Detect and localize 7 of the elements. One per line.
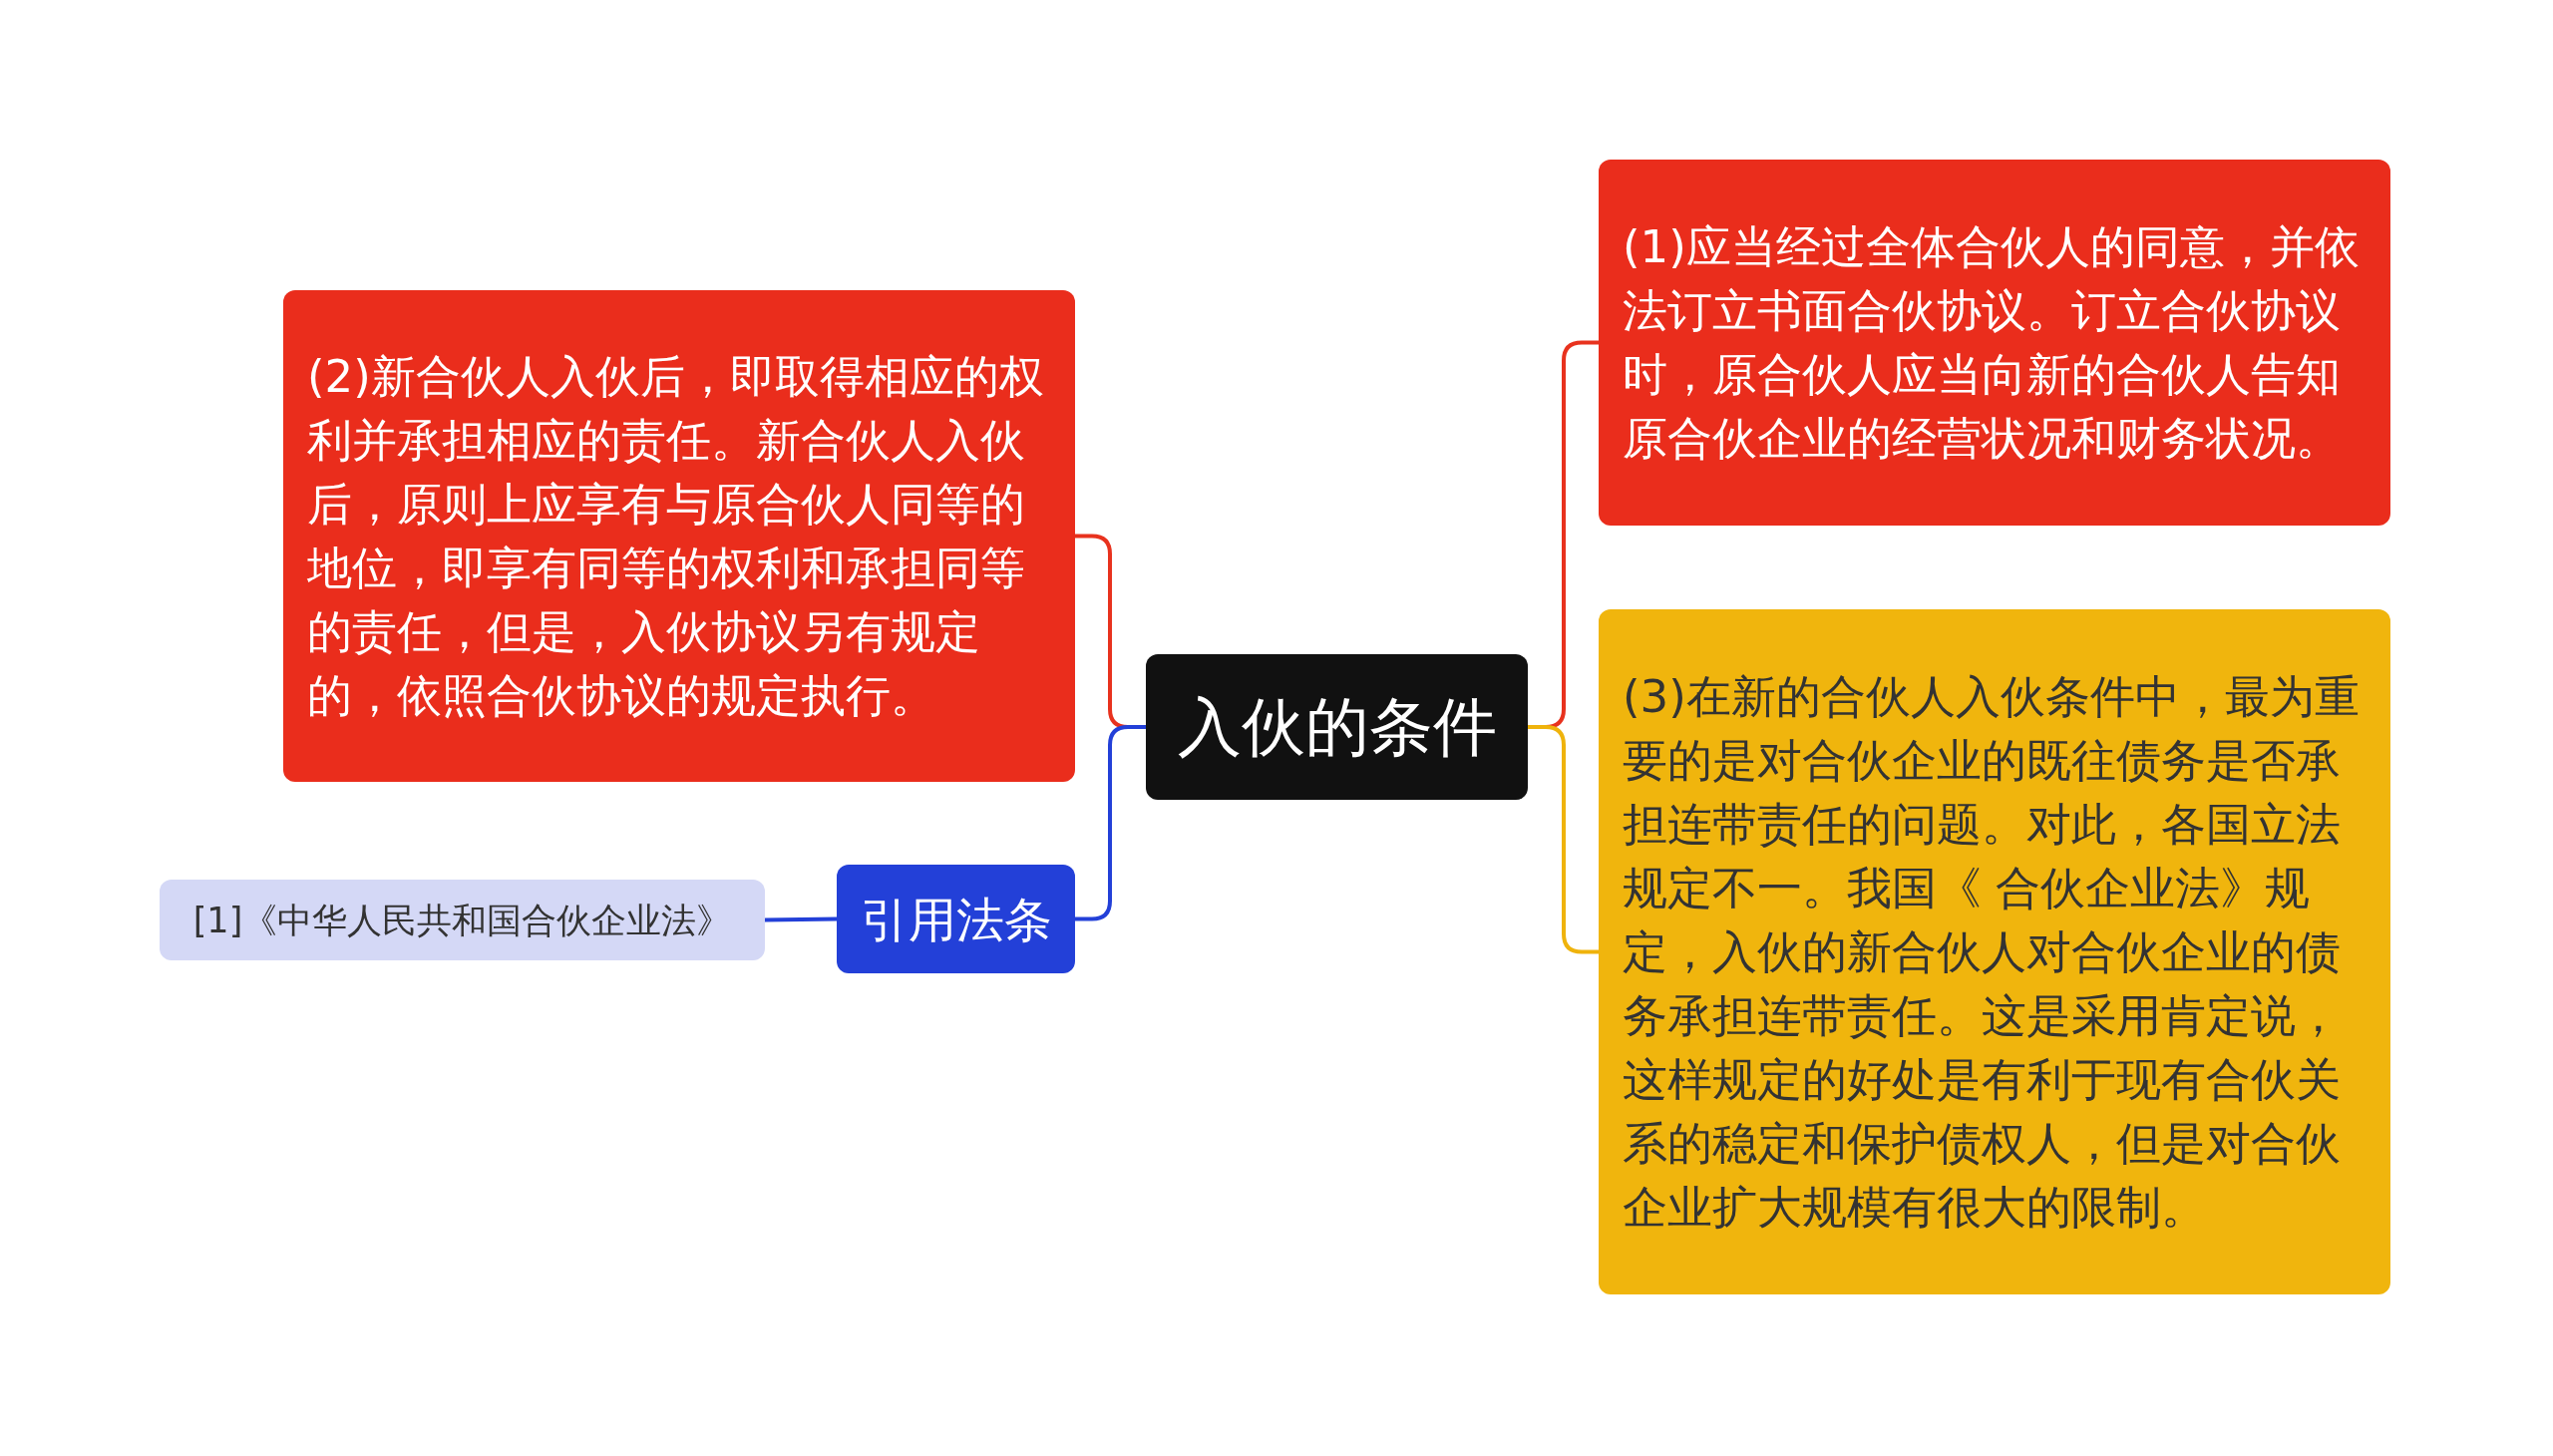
central-topic-box: 入伙的条件 xyxy=(1146,654,1528,800)
topic-box: (2)新合伙人入伙后，即取得相应的权利并承担相应的责任。新合伙人入伙后，原则上应享有与原合伙人同等的地位，即享有同等的权利和承担同等的责任，但是，入伙协议另有规定的，依照合伙协议的规定执行。 xyxy=(283,290,1075,782)
topic-box: (3)在新的合伙人入伙条件中，最为重要的是对合伙企业的既往债务是否承担连带责任的问题。对此，各国立法规定不一。我国《 合伙企业法》规定，入伙的新合伙人对合伙企业的债务承担连带责任。这是采用肯定说，这样规定的好处是有利于现有合伙关系的稳定和保护债权人，但是对合伙企业扩大规模有很大的限制。 xyxy=(1599,609,2390,1294)
connector-line xyxy=(764,916,838,922)
topic-box: (1)应当经过全体合伙人的同意，并依法订立书面合伙协议。订立合伙协议时，原合伙人应当向新的合伙人告知原合伙企业的经营状况和财务状况。 xyxy=(1599,160,2390,526)
reference-box: [1]《中华人民共和国合伙企业法》 xyxy=(160,880,765,960)
topic-box: 引用法条 xyxy=(837,865,1075,973)
